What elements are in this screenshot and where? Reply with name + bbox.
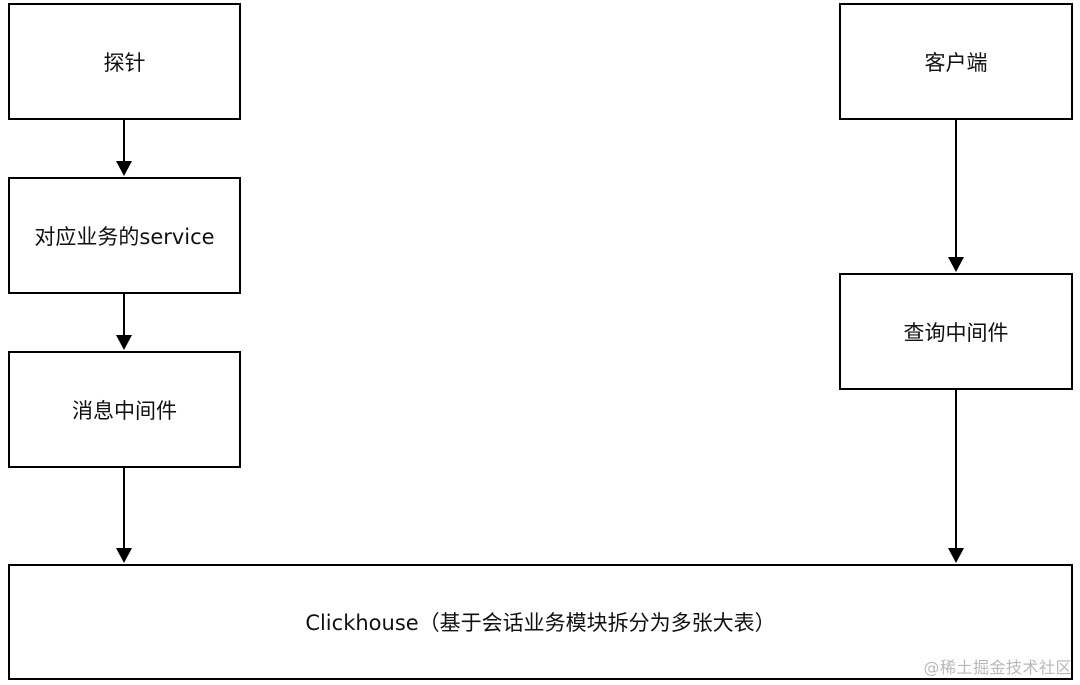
edge-probe-to-service xyxy=(116,120,132,176)
node-probe-label: 探针 xyxy=(103,50,146,75)
node-business-service-label: 对应业务的service xyxy=(34,224,215,249)
edge-message-middleware-to-clickhouse xyxy=(116,468,132,563)
node-query-middleware: 查询中间件 xyxy=(839,273,1073,390)
node-clickhouse: Clickhouse（基于会话业务模块拆分为多张大表） xyxy=(8,564,1073,680)
node-clickhouse-label: Clickhouse（基于会话业务模块拆分为多张大表） xyxy=(305,611,776,635)
edge-service-to-message-middleware xyxy=(116,294,132,350)
node-client: 客户端 xyxy=(839,3,1073,120)
node-message-middleware: 消息中间件 xyxy=(8,351,241,468)
node-probe: 探针 xyxy=(8,3,241,120)
node-message-middleware-label: 消息中间件 xyxy=(72,398,177,423)
node-client-label: 客户端 xyxy=(924,50,988,75)
node-query-middleware-label: 查询中间件 xyxy=(903,320,1009,345)
node-business-service: 对应业务的service xyxy=(8,177,241,294)
watermark: @稀土掘金技术社区 xyxy=(923,658,1072,677)
edge-query-middleware-to-clickhouse xyxy=(948,390,964,563)
edge-client-to-query-middleware xyxy=(948,120,964,272)
